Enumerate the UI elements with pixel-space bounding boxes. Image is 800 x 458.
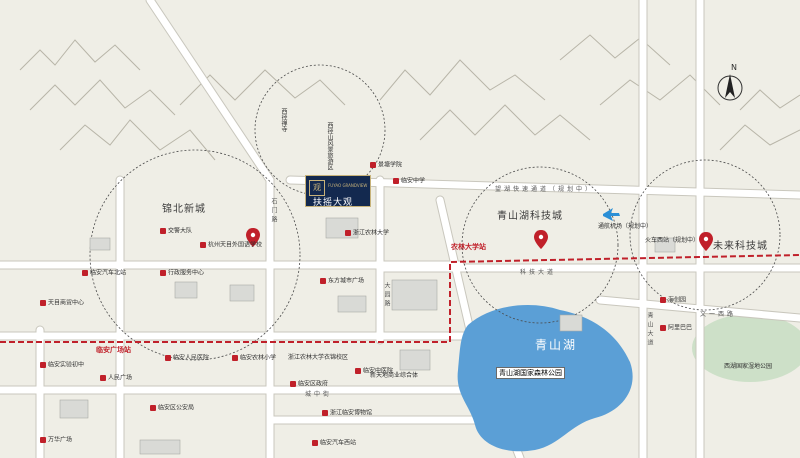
district-jinbei: 锦北新城 <box>162 204 206 215</box>
poi-forest-park[interactable]: 青山湖国家森林公园 <box>496 367 565 380</box>
project-marker[interactable]: 观 FUYAO GRANDVIEW 扶摇大观 <box>305 175 371 208</box>
poi-haichuang[interactable]: 海创园 <box>660 297 686 304</box>
poi-hospital[interactable]: 临安人民医院 <box>165 355 209 362</box>
poi-north-bus-station[interactable]: 临安汽车北站 <box>82 270 126 277</box>
poi-traffic-police[interactable]: 交警大队 <box>160 228 192 235</box>
poi-tcm-hospital[interactable]: 临安中医院 <box>355 368 393 375</box>
poi-experimental[interactable]: 临安实验初中 <box>40 362 84 369</box>
mountain-range <box>19 34 800 161</box>
district-qingshanhu: 青山湖科技城 <box>497 211 563 222</box>
road-dayuan: 大园路 <box>383 282 390 309</box>
road-qingshan: 青山大道 <box>646 312 653 348</box>
poi-airport[interactable]: 通航机场（规划中） <box>598 223 653 230</box>
metro-line <box>0 254 800 343</box>
poi-alibaba[interactable]: 阿里巴巴 <box>660 325 692 332</box>
scenic-area-label: 西径山风景旅游区 <box>326 122 333 170</box>
poi-west-bus[interactable]: 临安汽车西站 <box>312 440 356 447</box>
poi-linan-middle[interactable]: 临安中学 <box>393 178 425 185</box>
poi-wanhua[interactable]: 万华广场 <box>40 437 72 444</box>
metro-station-linan: 临安广场站 <box>96 346 131 354</box>
buildings <box>59 217 676 455</box>
poi-admin-center[interactable]: 行政服务中心 <box>160 270 204 277</box>
metro-station-nonglin: 农林大学站 <box>451 243 486 251</box>
poi-xintiandi[interactable]: 新天地商业综合体 <box>370 372 419 379</box>
road-wenyi-west: 文一西路 <box>700 311 737 318</box>
airport-icon <box>603 208 620 221</box>
poi-jingtang-college[interactable]: 景塘学院 <box>370 162 402 169</box>
project-logo-icon: 观 <box>309 180 325 196</box>
project-name: 扶摇大观 <box>313 198 354 208</box>
poi-forestry-univ[interactable]: 浙江农林大学 <box>345 230 389 237</box>
lake-label: 青山湖 <box>535 338 578 352</box>
poi-nonglin-primary[interactable]: 临安农林小学 <box>232 355 276 362</box>
poi-people-square[interactable]: 人民广场 <box>100 375 132 382</box>
poi-west-train[interactable]: 火车西站（规划中） <box>645 237 700 244</box>
road-chengzhong: 城中街 <box>305 391 333 398</box>
poi-museum[interactable]: 浙江临安博物馆 <box>322 410 372 417</box>
wetland-park <box>692 314 800 382</box>
poi-police[interactable]: 临安区公安局 <box>150 405 194 412</box>
poi-xijing-temple[interactable]: 西径禅寺 <box>280 108 287 132</box>
poi-wetland[interactable]: 西湖国家湿地公园 <box>724 363 773 370</box>
poi-district-gov[interactable]: 临安区政府 <box>290 381 328 388</box>
road-shimen: 石门路 <box>270 198 277 225</box>
project-tag: FUYAO GRANDVIEW <box>328 183 368 188</box>
road-keji: 科技大道 <box>520 269 557 276</box>
north-arrow-icon <box>717 74 743 101</box>
poi-east-plaza[interactable]: 东方城市广场 <box>320 278 364 285</box>
poi-school[interactable]: 杭州天目外国语学校 <box>200 242 262 249</box>
district-future-tech: 未来科技城 <box>713 241 768 252</box>
location-pins <box>246 228 713 251</box>
poi-yijin-campus[interactable]: 浙江农林大学衣锦校区 <box>288 354 349 361</box>
north-label: N <box>731 63 737 72</box>
road-expressway: 望湖快速通道（规划中） <box>495 186 595 193</box>
poi-trade-center[interactable]: 天目商贸中心 <box>40 300 84 307</box>
